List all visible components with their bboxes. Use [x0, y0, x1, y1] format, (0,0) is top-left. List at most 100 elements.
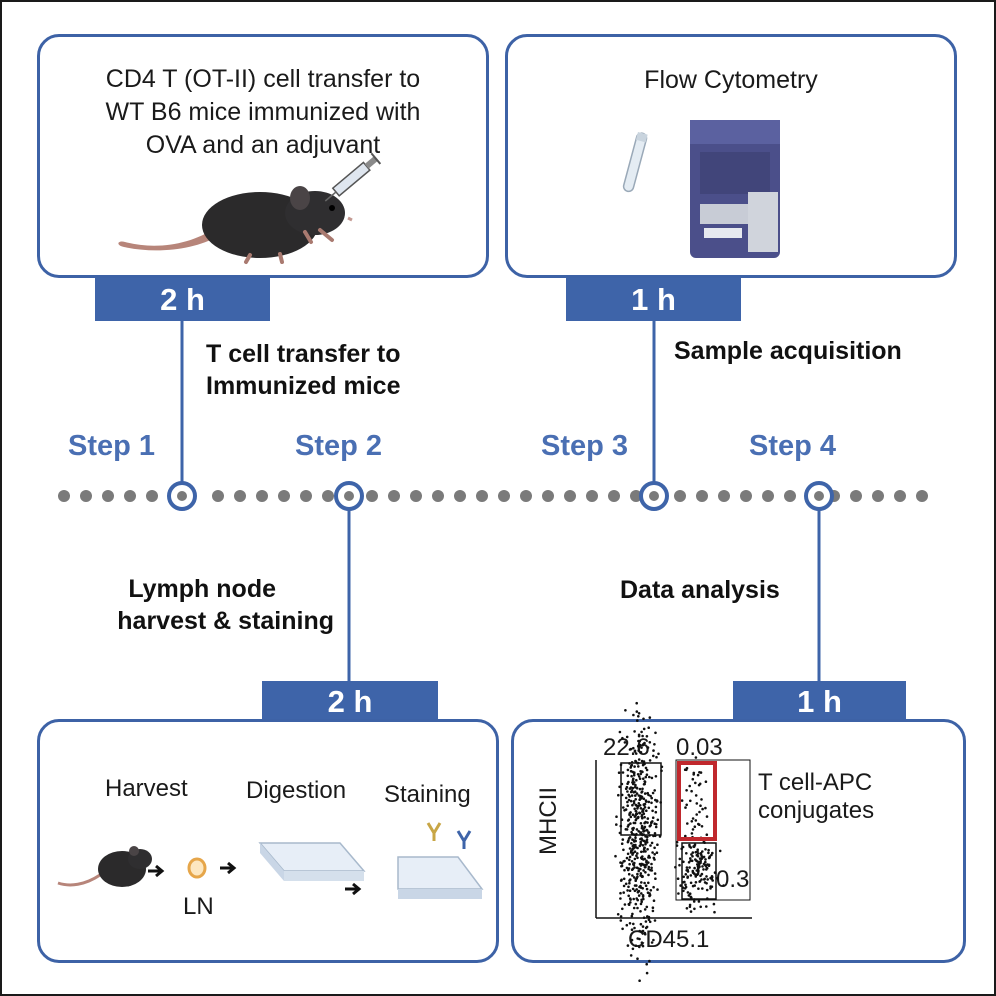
scatter-point	[653, 858, 656, 861]
scatter-point	[636, 906, 639, 910]
scatter-point	[634, 902, 638, 906]
scatter-point	[633, 807, 636, 811]
scatter-point	[685, 852, 688, 855]
scatter-point	[632, 777, 635, 781]
scatter-point	[614, 854, 617, 858]
scatter-point	[648, 894, 651, 898]
scatter-point	[631, 874, 634, 877]
scatter-point	[690, 859, 694, 863]
antibody-icon	[426, 822, 442, 841]
scatter-point	[686, 822, 689, 825]
scatter-point	[640, 850, 643, 854]
scatter-point	[630, 794, 634, 797]
scatter-point	[635, 884, 638, 887]
scatter-point	[634, 798, 637, 801]
scatter-point	[701, 865, 704, 868]
scatter-point	[636, 773, 640, 776]
scatter-point	[633, 750, 637, 753]
scatter-point	[684, 873, 688, 876]
scatter-point	[619, 915, 623, 918]
scatter-point	[684, 834, 687, 838]
scatter-point	[656, 888, 659, 891]
scatter-point	[706, 878, 709, 881]
scatter-point	[691, 855, 694, 858]
scatter-point	[628, 858, 631, 862]
scatter-point	[650, 796, 653, 800]
scatter-point	[648, 856, 651, 859]
scatter-point	[696, 863, 699, 866]
step1-duration-tab: 2 h	[95, 278, 270, 321]
scatter-point	[648, 741, 652, 744]
timeline-dot	[476, 490, 488, 502]
scatter-cloud	[614, 701, 725, 982]
scatter-point	[694, 756, 698, 759]
scatter-point	[636, 719, 639, 722]
mouse-syringe-illustration	[118, 152, 382, 264]
step3-title: Flow Cytometry	[644, 66, 818, 94]
scatter-point	[632, 876, 636, 879]
scatter-point	[688, 843, 691, 847]
scatter-point	[639, 794, 642, 798]
scatter-point	[633, 821, 637, 825]
plot-axes	[595, 760, 752, 919]
timeline-dot	[586, 490, 598, 502]
scatter-point	[630, 938, 634, 942]
scatter-point	[653, 846, 656, 850]
gate-mid-value: 0.03	[676, 734, 723, 761]
scatter-point	[643, 821, 646, 825]
scatter-point	[631, 813, 635, 816]
scatter-point	[700, 878, 703, 881]
scatter-point	[637, 749, 640, 752]
scatter-point	[703, 863, 707, 867]
timeline-dot	[630, 490, 642, 502]
timeline-dot	[718, 490, 730, 502]
scatter-point	[626, 782, 629, 785]
timeline-dot	[916, 490, 928, 502]
scatter-point	[652, 899, 656, 902]
scatter-point	[652, 749, 655, 752]
scatter-point	[699, 771, 703, 774]
scatter-point	[685, 866, 689, 869]
scatter-point	[619, 891, 622, 895]
scatter-point	[650, 801, 653, 805]
scatter-point	[689, 857, 692, 860]
scatter-point	[624, 796, 628, 800]
scatter-point	[718, 849, 722, 853]
scatter-point	[692, 773, 695, 776]
scatter-point	[648, 959, 651, 963]
step3-label: Step 3	[541, 430, 629, 462]
scatter-point	[634, 783, 637, 787]
scatter-point	[639, 872, 643, 875]
scatter-point	[634, 814, 637, 817]
scatter-point	[623, 868, 626, 872]
scatter-point	[697, 887, 700, 890]
scatter-point	[701, 887, 704, 890]
step2-caption: Lymph node harvest & staining	[94, 573, 334, 637]
timeline-dot	[894, 490, 906, 502]
scatter-point	[709, 887, 712, 890]
scatter-point	[639, 867, 642, 871]
scatter-point	[712, 902, 716, 906]
scatter-point	[638, 811, 641, 815]
scatter-point	[633, 850, 637, 853]
scatter-point	[633, 926, 636, 930]
scatter-point	[700, 825, 704, 828]
scatter-point	[630, 928, 634, 931]
scatter-point	[689, 799, 692, 803]
scatter-point	[641, 929, 645, 933]
scatter-point	[632, 800, 636, 803]
scatter-point	[691, 851, 695, 854]
scatter-point	[651, 820, 654, 823]
scatter-point	[622, 806, 625, 809]
scatter-point	[626, 868, 630, 872]
scatter-point	[636, 816, 640, 820]
scatter-point	[640, 900, 643, 903]
scatter-point	[640, 797, 643, 800]
scatter-point	[643, 881, 646, 885]
scatter-point	[633, 730, 636, 733]
scatter-point	[694, 794, 698, 797]
scatter-point	[620, 842, 624, 845]
harvest-label: Harvest	[105, 775, 188, 802]
scatter-point	[639, 902, 643, 906]
scatter-point	[647, 918, 651, 921]
